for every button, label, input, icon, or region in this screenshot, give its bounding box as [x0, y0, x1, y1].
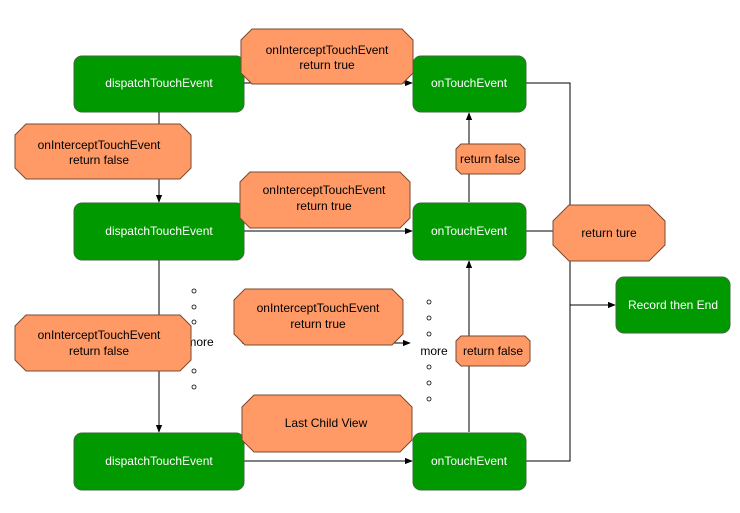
- ontouch-node-1: onTouchEvent: [412, 55, 527, 113]
- intercept-true-2-line2: return true: [296, 199, 352, 213]
- dispatch-node-3-label: dispatchTouchEvent: [105, 454, 213, 468]
- ontouch-node-2: onTouchEvent: [412, 202, 527, 261]
- ontouch-node-3: onTouchEvent: [412, 432, 527, 491]
- intercept-true-label-2: onInterceptTouchEvent return true: [239, 171, 411, 229]
- intercept-false-1-line2: return false: [69, 153, 129, 167]
- more-label-right: more: [420, 344, 448, 358]
- ellipsis-dots-left: [191, 288, 197, 390]
- more-label-left: more: [186, 335, 214, 349]
- dispatch-node-1: dispatchTouchEvent: [73, 55, 245, 113]
- ellipsis-dots-right: [426, 299, 432, 402]
- intercept-false-2-line1: onInterceptTouchEvent: [38, 328, 161, 342]
- last-child-view-label: Last Child View: [241, 394, 413, 453]
- record-end-node-label: Record then End: [628, 298, 718, 312]
- dispatch-node-3: dispatchTouchEvent: [73, 432, 245, 491]
- intercept-true-1-line2: return true: [299, 58, 355, 72]
- ontouch-node-3-label: onTouchEvent: [431, 454, 508, 468]
- return-ture-label: return ture: [552, 204, 666, 262]
- dispatch-node-2-label: dispatchTouchEvent: [105, 224, 213, 238]
- intercept-true-2-line1: onInterceptTouchEvent: [263, 183, 386, 197]
- return-false-2-text: return false: [463, 344, 523, 358]
- return-ture-text: return ture: [581, 226, 637, 240]
- intercept-false-1-line1: onInterceptTouchEvent: [38, 138, 161, 152]
- last-child-view-text: Last Child View: [285, 416, 368, 430]
- intercept-false-label-2: onInterceptTouchEvent return false: [14, 314, 192, 372]
- intercept-false-2-line2: return false: [69, 344, 129, 358]
- intercept-false-label-1: onInterceptTouchEvent return false: [14, 123, 192, 180]
- intercept-true-3-line1: onInterceptTouchEvent: [257, 301, 380, 315]
- return-false-label-2: return false: [455, 335, 531, 367]
- return-false-1-text: return false: [460, 152, 520, 166]
- record-end-node: Record then End: [615, 276, 731, 334]
- intercept-true-3-line2: return true: [290, 317, 346, 331]
- intercept-true-label-1: onInterceptTouchEvent return true: [240, 28, 414, 85]
- ontouch-node-2-label: onTouchEvent: [431, 224, 508, 238]
- intercept-true-label-3: onInterceptTouchEvent return true: [233, 288, 404, 346]
- ontouch-node-1-label: onTouchEvent: [431, 76, 508, 90]
- return-true-collector: [526, 82, 571, 462]
- return-false-label-1: return false: [455, 143, 526, 175]
- intercept-true-1-line1: onInterceptTouchEvent: [266, 43, 389, 57]
- dispatch-node-2: dispatchTouchEvent: [73, 202, 245, 261]
- dispatch-node-1-label: dispatchTouchEvent: [105, 76, 213, 90]
